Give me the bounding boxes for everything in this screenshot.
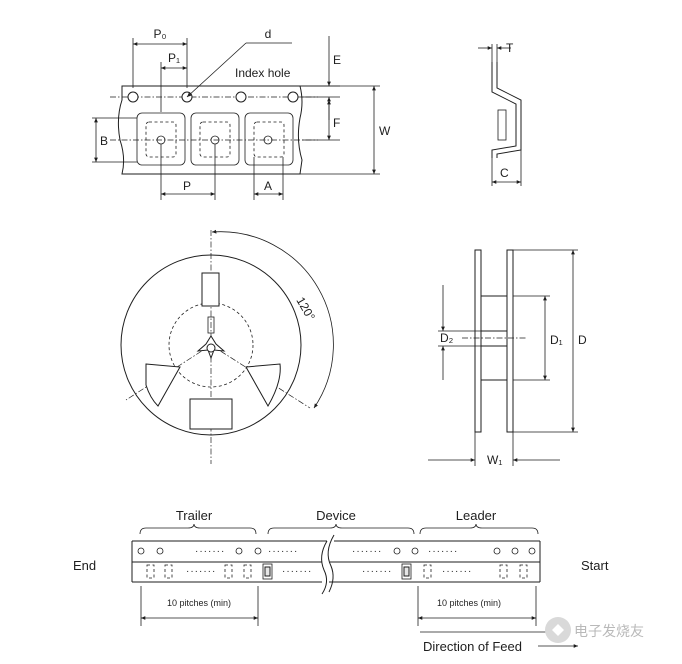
device-brace — [267, 523, 415, 535]
trailer-brace — [139, 523, 257, 535]
trailer-pitch-label: 10 pitches (min) — [167, 598, 231, 608]
leader-pitch-label: 10 pitches (min) — [437, 598, 501, 608]
direction-of-feed-label: Direction of Feed — [423, 639, 522, 654]
device-in-pocket — [497, 109, 507, 141]
c-label: C — [500, 166, 509, 180]
a-label: A — [264, 179, 272, 193]
device-label: Device — [316, 508, 356, 523]
d2-label: D₂ — [440, 331, 454, 345]
trailer-label: Trailer — [176, 508, 213, 523]
sprocket-hole — [287, 91, 299, 103]
d-label: d — [265, 27, 272, 41]
device-pocket — [262, 563, 273, 580]
p1-label: P₁ — [168, 51, 180, 65]
break-line-left — [321, 540, 328, 595]
sprocket-hole — [127, 91, 139, 103]
left-flange — [474, 249, 482, 433]
t-label: T — [506, 41, 514, 55]
strip-pockets — [146, 564, 528, 579]
w1-label: W₁ — [487, 453, 502, 467]
p0-label: P₀ — [154, 27, 167, 41]
start-label: Start — [581, 558, 609, 573]
tape-strip-left — [131, 540, 327, 583]
tape-profile — [491, 62, 522, 158]
ellipsis: ······· — [195, 546, 225, 557]
pocket — [244, 112, 294, 166]
ellipsis: ······· — [362, 566, 392, 577]
reel-front-view: 120° — [120, 229, 334, 464]
reel-window-left — [145, 363, 181, 407]
watermark-text: 电子发烧友 — [574, 623, 644, 639]
angle-arc — [211, 229, 334, 409]
sprocket-hole — [235, 91, 247, 103]
ellipsis: ······· — [352, 546, 382, 557]
reel-side-view: D₂ D₁ D W₁ — [428, 249, 587, 467]
e-label: E — [333, 53, 341, 67]
index-hole-label: Index hole — [235, 66, 291, 80]
ellipsis: ······· — [428, 546, 458, 557]
tape-strip-diagram: Trailer Device Leader ······· ······· ··… — [73, 508, 609, 654]
d-leader-line — [186, 42, 247, 98]
leader-label: Leader — [456, 508, 497, 523]
watermark: 电子发烧友 — [545, 617, 644, 643]
p-label: P — [183, 179, 191, 193]
reel-window-top — [201, 272, 220, 307]
b-label: B — [100, 134, 108, 148]
ellipsis: ······· — [186, 566, 216, 577]
device-pocket — [401, 563, 412, 580]
leader-brace — [419, 523, 539, 535]
ellipsis: ······· — [442, 566, 472, 577]
reel-window-right — [245, 363, 281, 408]
ellipsis: ······· — [268, 546, 298, 557]
end-label: End — [73, 558, 96, 573]
ellipsis: ······· — [282, 566, 312, 577]
tape-outline — [117, 85, 303, 175]
d1-label: D₁ — [550, 333, 563, 347]
carrier-tape-top-view: P₀ P₁ d Index hole E F W B P — [92, 27, 391, 200]
tape-side-view: T C — [478, 41, 522, 186]
break-line-right — [327, 534, 335, 593]
f-label: F — [333, 116, 340, 130]
spindle-hole — [206, 343, 216, 353]
w-label: W — [379, 124, 391, 138]
tape-strip-right — [329, 540, 541, 583]
right-flange — [506, 249, 514, 433]
strip-sprocket-holes — [137, 547, 536, 555]
d-label: D — [578, 333, 587, 347]
reel-window-bottom — [189, 398, 233, 430]
